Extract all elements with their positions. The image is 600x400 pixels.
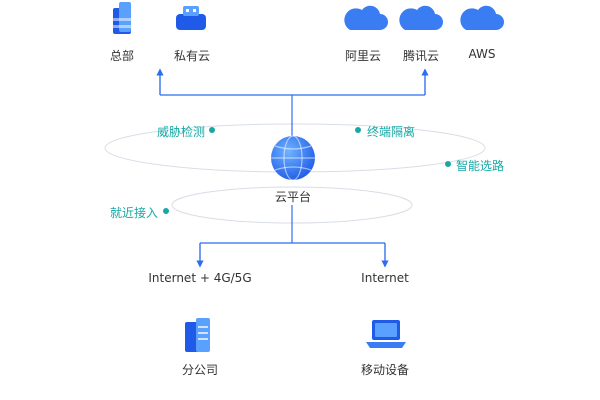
feature-endpoint-isolation: 终端隔离 bbox=[367, 125, 416, 139]
usb-cloud-icon bbox=[176, 6, 206, 30]
top-connector-line bbox=[159, 72, 426, 140]
cloud-icon bbox=[460, 5, 504, 30]
node-label-tencent: 腾讯云 bbox=[402, 49, 439, 63]
node-label-mobile: 移动设备 bbox=[360, 363, 409, 377]
connection-label-mobile: Internet bbox=[361, 271, 409, 285]
building-stack-icon bbox=[113, 2, 131, 34]
cloud-icon bbox=[399, 5, 443, 31]
feature-dot-threat bbox=[209, 127, 215, 133]
hub-label: 云平台 bbox=[274, 190, 311, 204]
node-label-branch: 分公司 bbox=[181, 363, 218, 377]
server-icon bbox=[185, 318, 210, 352]
globe-icon bbox=[271, 135, 315, 181]
cloud-icon bbox=[344, 5, 388, 31]
feature-threat-detection: 威胁检测 bbox=[157, 125, 206, 139]
laptop-icon bbox=[366, 320, 406, 348]
connection-label-branch: Internet + 4G/5G bbox=[148, 271, 252, 285]
node-label-hq: 总部 bbox=[109, 49, 134, 63]
node-label-aws: AWS bbox=[468, 47, 496, 61]
bottom-connector-line bbox=[199, 205, 386, 262]
feature-smart-routing: 智能选路 bbox=[456, 159, 505, 173]
feature-dot-access bbox=[163, 208, 169, 214]
node-label-aliyun: 阿里云 bbox=[344, 49, 381, 63]
feature-dot-routing bbox=[445, 161, 451, 167]
feature-nearby-access: 就近接入 bbox=[110, 206, 159, 220]
node-label-private-cloud: 私有云 bbox=[173, 49, 210, 63]
feature-dot-isolation bbox=[355, 127, 361, 133]
